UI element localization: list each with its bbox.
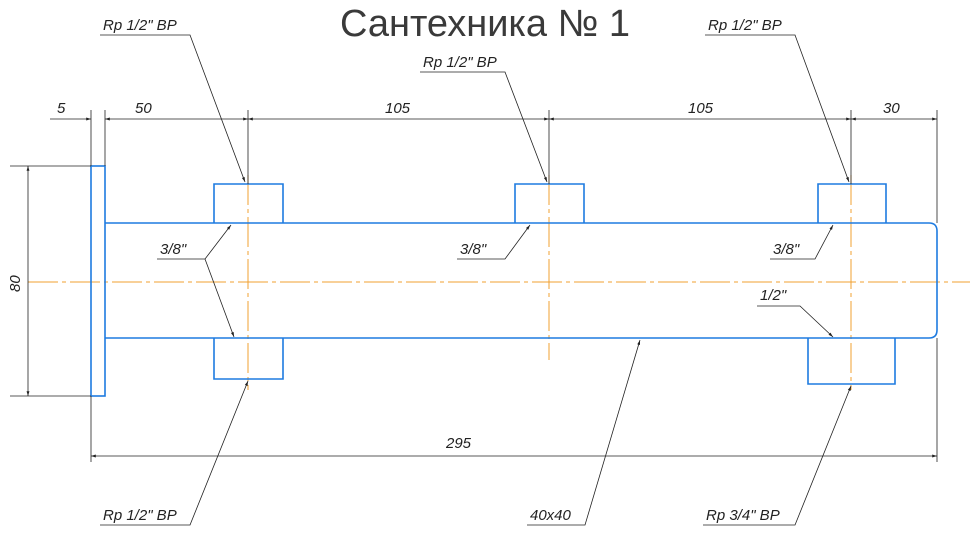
dim-105-a: 105 <box>385 100 411 117</box>
dim-295: 295 <box>445 435 472 452</box>
flange <box>90 165 106 397</box>
boss-bottom-left <box>213 338 284 380</box>
dim-30: 30 <box>883 100 900 117</box>
label-thread-half: 1/2" <box>760 287 787 304</box>
boss-top-right <box>817 183 887 223</box>
pipe-body <box>105 222 938 339</box>
label-top-left: Rp 1/2" BP <box>103 17 177 34</box>
label-top-mid: Rp 1/2" BP <box>423 54 497 71</box>
dimension-lines <box>10 110 938 462</box>
label-top-right: Rp 1/2" BP <box>708 17 782 34</box>
boss-top-mid <box>514 183 585 223</box>
leaders <box>100 34 852 526</box>
label-thread-mid: 3/8" <box>460 241 487 258</box>
label-profile: 40x40 <box>530 507 572 524</box>
boss-top-left <box>213 183 284 223</box>
dim-80: 80 <box>7 275 24 292</box>
dim-5: 5 <box>57 100 66 117</box>
label-bottom-left: Rp 1/2" BP <box>103 507 177 524</box>
dim-50: 50 <box>135 100 152 117</box>
label-bottom-right: Rp 3/4" BP <box>706 507 780 524</box>
page-title: Сантехника № 1 <box>339 3 631 45</box>
label-thread-left: 3/8" <box>160 241 187 258</box>
boss-bottom-right <box>807 338 896 385</box>
label-thread-right: 3/8" <box>773 241 800 258</box>
dim-105-b: 105 <box>688 100 714 117</box>
